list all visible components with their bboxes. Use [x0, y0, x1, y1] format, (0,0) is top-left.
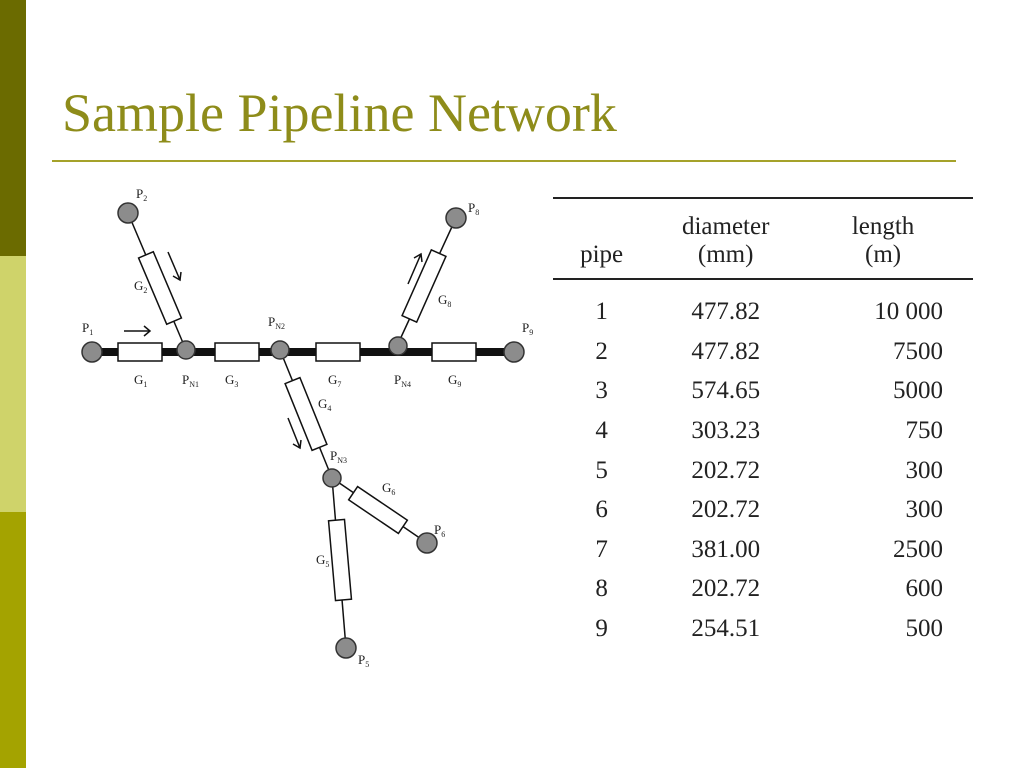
pipe-labels: G1 G2 G3 G4 G5 G6 G7 G8 G9: [134, 278, 461, 569]
header-length: length(m): [851, 213, 915, 268]
cell-diameter: 477.82: [691, 298, 761, 326]
label-p9: P9: [522, 320, 533, 337]
node-p8: [445, 207, 467, 229]
accent-bar-bottom: [0, 512, 26, 768]
pipe-g9: [431, 342, 477, 362]
pipe-g8: [401, 248, 447, 324]
pipeline-network-diagram: P1 PN1 PN2 PN4 P9 P2 P8 PN3 P6 P5 G1 G2 …: [81, 186, 533, 669]
label-g9: G9: [448, 372, 461, 389]
header-diameter: diameter(mm): [681, 213, 770, 268]
pipe-g4: [284, 376, 328, 452]
node-p6: [416, 532, 438, 554]
cell-diameter: 303.23: [691, 417, 761, 445]
table-row: 7 381.00 2500: [553, 530, 973, 570]
label-g4: G4: [318, 396, 331, 413]
node-pn1: [176, 340, 196, 360]
node-p9: [503, 341, 525, 363]
label-pn1: PN1: [182, 372, 199, 389]
cell-length: 2500: [893, 535, 943, 563]
cell-length: 300: [905, 496, 944, 524]
node-labels: P1 PN1 PN2 PN4 P9 P2 P8 PN3 P6 P5: [82, 186, 533, 669]
pipe-g2: [137, 250, 183, 326]
label-g7: G7: [328, 372, 341, 389]
title-underline: [52, 160, 956, 162]
flow-arrow-right-icon: [124, 325, 152, 337]
label-g6: G6: [382, 480, 395, 497]
cell-pipe: 5: [595, 456, 608, 484]
label-pn4: PN4: [394, 372, 411, 389]
flow-arrow-down-g2-icon: [167, 251, 182, 282]
label-p6: P6: [434, 522, 445, 539]
cell-diameter: 574.65: [691, 377, 761, 405]
label-g2: G2: [134, 278, 147, 295]
table-row: 8 202.72 600: [553, 569, 973, 609]
label-pn2: PN2: [268, 314, 285, 331]
accent-bar-middle: [0, 256, 26, 512]
pipe-g6: [347, 485, 409, 535]
accent-bar-top: [0, 0, 26, 256]
table-row: 4 303.23 750: [553, 411, 973, 451]
table-row: 6 202.72 300: [553, 490, 973, 530]
pipe-data-table: pipe diameter(mm) length(m) 1 477.82 10 00…: [553, 197, 973, 648]
pipe-g7: [315, 342, 361, 362]
label-p8: P8: [468, 200, 479, 217]
cell-length: 5000: [893, 377, 943, 405]
cell-length: 10 000: [874, 298, 943, 326]
pipe-g1: [117, 342, 163, 362]
flow-arrows: [124, 251, 423, 450]
cell-pipe: 6: [595, 496, 608, 524]
label-p1: P1: [82, 320, 93, 337]
cell-pipe: 1: [595, 298, 608, 326]
network-nodes: [81, 202, 525, 659]
pipe-g5: [327, 518, 353, 602]
cell-diameter: 381.00: [691, 535, 761, 563]
pipe-segments: [117, 248, 477, 602]
cell-pipe: 8: [595, 575, 608, 603]
table-row: 1 477.82 10 000: [553, 279, 973, 332]
pipe-g3: [214, 342, 260, 362]
table-row: 2 477.82 7500: [553, 332, 973, 372]
label-p5: P5: [358, 652, 369, 669]
cell-pipe: 4: [595, 417, 608, 445]
cell-length: 500: [905, 615, 944, 643]
cell-pipe: 9: [595, 615, 608, 643]
label-pn3: PN3: [330, 448, 347, 465]
flow-arrow-down-g4-icon: [287, 417, 302, 450]
flow-arrow-up-g8-icon: [407, 252, 423, 285]
table-row: 9 254.51 500: [553, 609, 973, 649]
node-p1: [81, 341, 103, 363]
cell-pipe: 3: [595, 377, 608, 405]
header-pipe: pipe: [580, 240, 624, 268]
cell-diameter: 202.72: [691, 456, 761, 484]
node-pn3: [322, 468, 342, 488]
label-g5: G5: [316, 552, 329, 569]
cell-length: 600: [905, 575, 944, 603]
node-p2: [117, 202, 139, 224]
cell-diameter: 202.72: [691, 575, 761, 603]
label-p2: P2: [136, 186, 147, 203]
cell-diameter: 477.82: [691, 337, 761, 365]
cell-diameter: 254.51: [691, 615, 761, 643]
cell-diameter: 202.72: [691, 496, 761, 524]
node-pn4: [388, 336, 408, 356]
node-pn2: [270, 340, 290, 360]
label-g3: G3: [225, 372, 238, 389]
cell-pipe: 7: [595, 535, 608, 563]
label-g8: G8: [438, 292, 451, 309]
cell-length: 7500: [893, 337, 943, 365]
label-g1: G1: [134, 372, 147, 389]
node-p5: [335, 637, 357, 659]
table-row: 3 574.65 5000: [553, 371, 973, 411]
slide-title: Sample Pipeline Network: [62, 83, 617, 143]
table-row: 5 202.72 300: [553, 450, 973, 490]
cell-length: 750: [905, 417, 944, 445]
cell-length: 300: [905, 456, 944, 484]
cell-pipe: 2: [595, 337, 608, 365]
table-header-row: pipe diameter(mm) length(m): [553, 198, 973, 279]
